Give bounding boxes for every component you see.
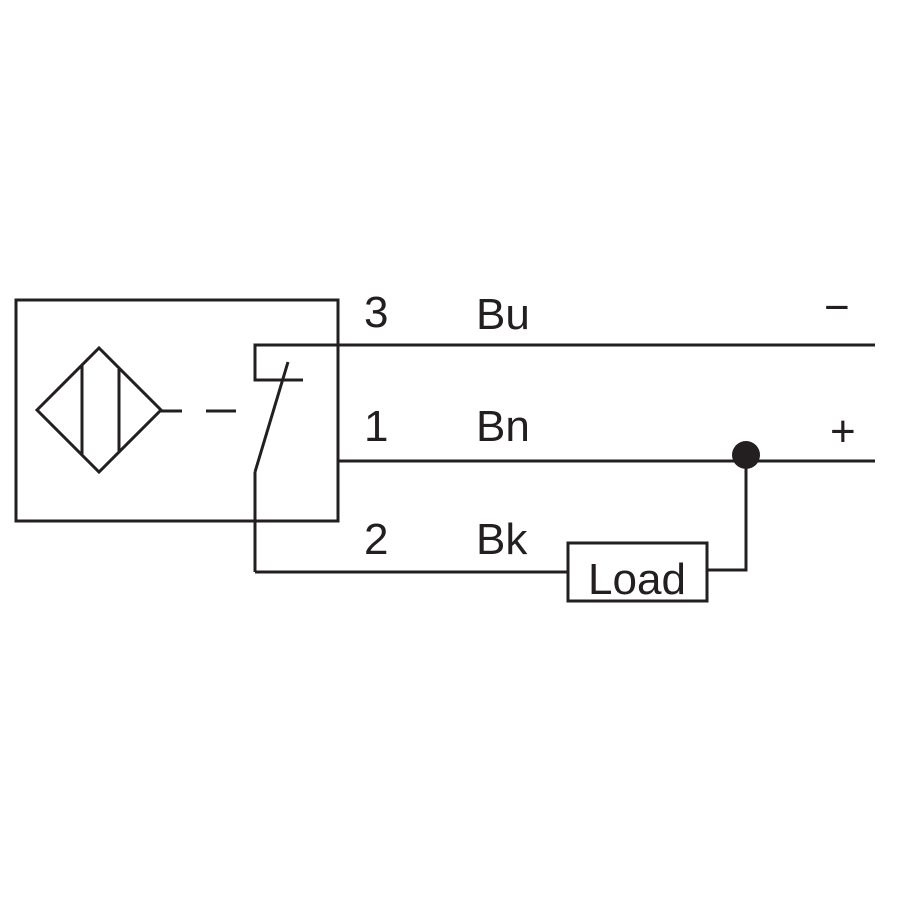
- wire-1-color-code: Bn: [476, 402, 530, 451]
- switch-contact-icon: [253, 343, 338, 572]
- load-box: [566, 541, 709, 603]
- wire-3-color-code: Bu: [476, 290, 530, 339]
- wire-2-number: 2: [364, 515, 388, 564]
- wire-2-color-code: Bk: [476, 515, 528, 564]
- wire-3-number: 3: [364, 288, 388, 337]
- wire-3-polarity: −: [824, 283, 850, 332]
- load-label: Load: [588, 555, 686, 604]
- sensor-housing: [14, 298, 340, 523]
- wire-1-polarity: +: [830, 407, 856, 456]
- load-return-wire: [707, 455, 748, 572]
- wire-1-number: 1: [364, 402, 388, 451]
- inductive-sensor-icon: [34, 345, 164, 475]
